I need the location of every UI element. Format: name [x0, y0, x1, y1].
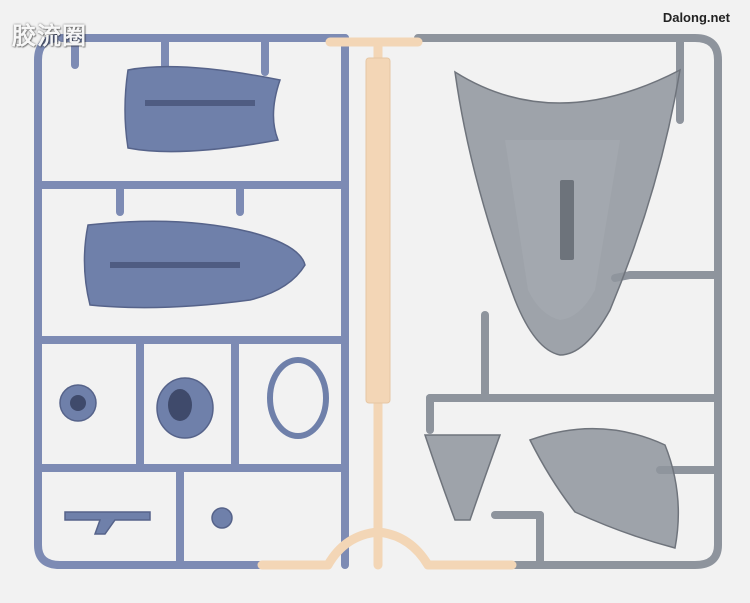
nose-cone-highlight [110, 262, 240, 268]
watermark-left: 胶流圈 [12, 22, 87, 50]
blue-runner-frame [34, 34, 349, 569]
circular-part-left-hole [70, 395, 86, 411]
gray-parts [423, 68, 681, 549]
intake-cowl-part [124, 65, 281, 153]
cream-gate-block [365, 57, 391, 404]
blade-part [423, 434, 502, 521]
blue-parts [59, 65, 329, 535]
cream-runner [257, 37, 517, 570]
intake-cowl-highlight [145, 100, 255, 106]
watermark-right: Dalong.net [662, 10, 730, 25]
small-knob-part [211, 507, 233, 529]
nozzle-ring-hole [168, 389, 192, 421]
wing-shield-slot [560, 180, 574, 260]
curved-fin-part [528, 427, 680, 549]
rifle-part [64, 511, 151, 535]
frame-ring-part [267, 357, 329, 439]
